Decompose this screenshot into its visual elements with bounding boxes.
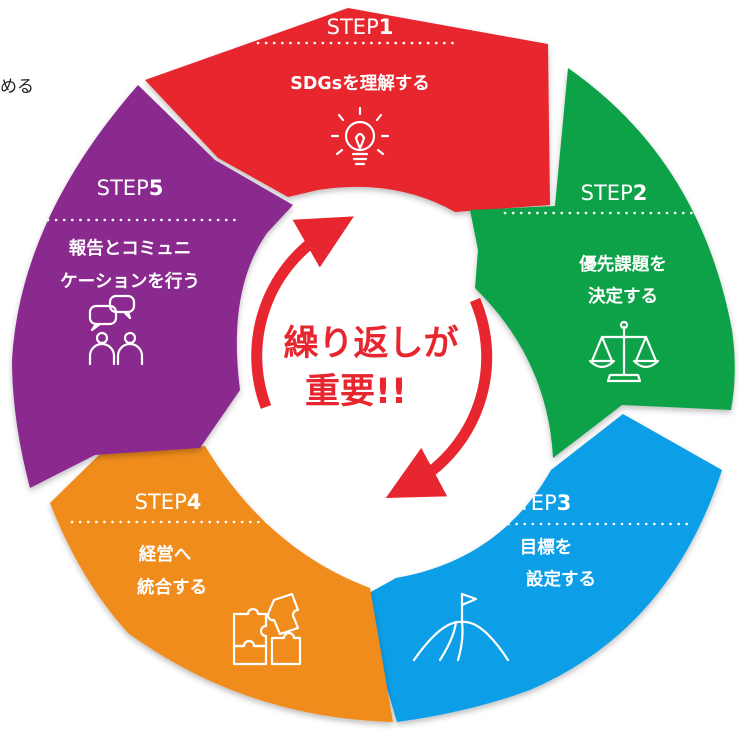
lower-cycle-arrow xyxy=(385,297,493,498)
step-2-title-line-1: 優先課題を xyxy=(578,254,667,275)
people-chat-icon xyxy=(88,294,144,366)
step-4-title-line-2: 統合する xyxy=(137,577,207,598)
step-5-segment: STEP5 報告とコミュニ ケーションを行う xyxy=(12,85,293,488)
step-5-label: STEP5 xyxy=(97,176,164,200)
step-2-segment: STEP2 優先課題を 決定する xyxy=(470,68,735,458)
step-2-label: STEP2 xyxy=(581,181,648,205)
step-4-label: STEP4 xyxy=(135,490,202,514)
step-5-title-line-1: 報告とコミュニ xyxy=(69,238,192,259)
step-4-segment: STEP4 経営へ 統合する xyxy=(50,446,393,722)
mountain-flag-icon xyxy=(412,592,510,662)
step-1-segment: STEP1 SDGsを理解する xyxy=(145,8,550,212)
step-3-label: STEP3 xyxy=(505,491,572,515)
step-2-title-line-2: 決定する xyxy=(588,286,658,307)
center-text-line-2: 重要!! xyxy=(305,372,407,412)
step-3-title-line-1: 目標を xyxy=(520,537,573,558)
step-4-title-line-1: 経営へ xyxy=(139,544,192,565)
step-1-label: STEP1 xyxy=(327,15,394,39)
step-3-title-line-2: 設定する xyxy=(526,569,596,590)
scales-icon xyxy=(588,320,660,383)
upper-cycle-arrow xyxy=(251,216,354,409)
side-text: める xyxy=(0,77,34,97)
cycle-arrows xyxy=(251,216,493,498)
step-5-title-line-2: ケーションを行う xyxy=(60,271,200,292)
center-text-line-1: 繰り返しが xyxy=(283,324,458,364)
step-3-segment: STEP3 目標を 設定する xyxy=(360,414,722,722)
step-1-title: SDGsを理解する xyxy=(290,73,429,94)
puzzle-icon xyxy=(232,592,302,666)
lightbulb-icon xyxy=(330,106,390,166)
